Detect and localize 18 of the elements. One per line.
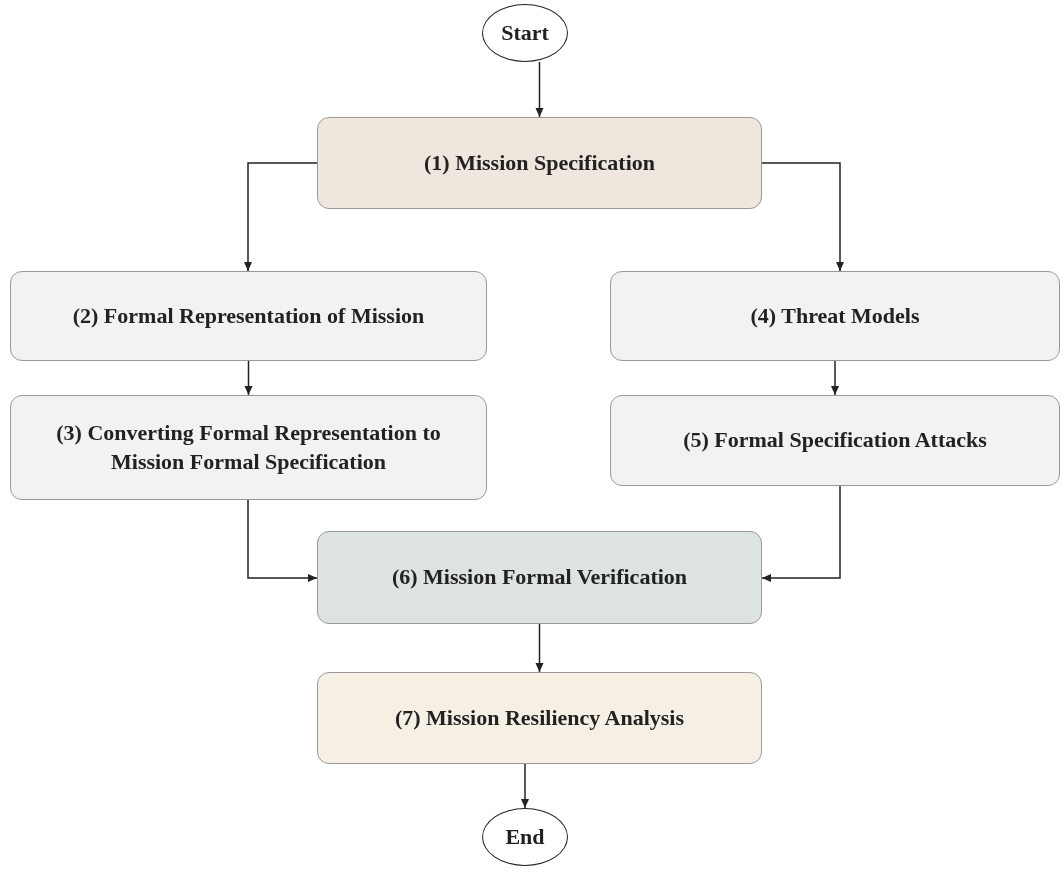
process-box: (4) Threat Models — [610, 271, 1060, 361]
arrow — [761, 162, 844, 272]
arrow — [831, 360, 839, 396]
arrow — [535, 61, 544, 118]
process-box: (7) Mission Resiliency Analysis — [317, 672, 762, 764]
terminal-ellipse: End — [482, 808, 568, 866]
process-box: (2) Formal Representation of Mission — [10, 271, 487, 361]
process-box: (6) Mission Formal Verification — [317, 531, 762, 624]
arrow — [521, 763, 529, 809]
arrow — [761, 485, 841, 582]
process-box: (5) Formal Specification Attacks — [610, 395, 1060, 486]
terminal-ellipse: Start — [482, 4, 568, 62]
arrow — [247, 499, 318, 582]
arrow — [535, 623, 544, 673]
process-box: (3) Converting Formal Representation to Mission Formal Specification — [10, 395, 487, 500]
process-box: (1) Mission Specification — [317, 117, 762, 209]
arrow — [244, 162, 318, 272]
arrow — [244, 360, 253, 396]
